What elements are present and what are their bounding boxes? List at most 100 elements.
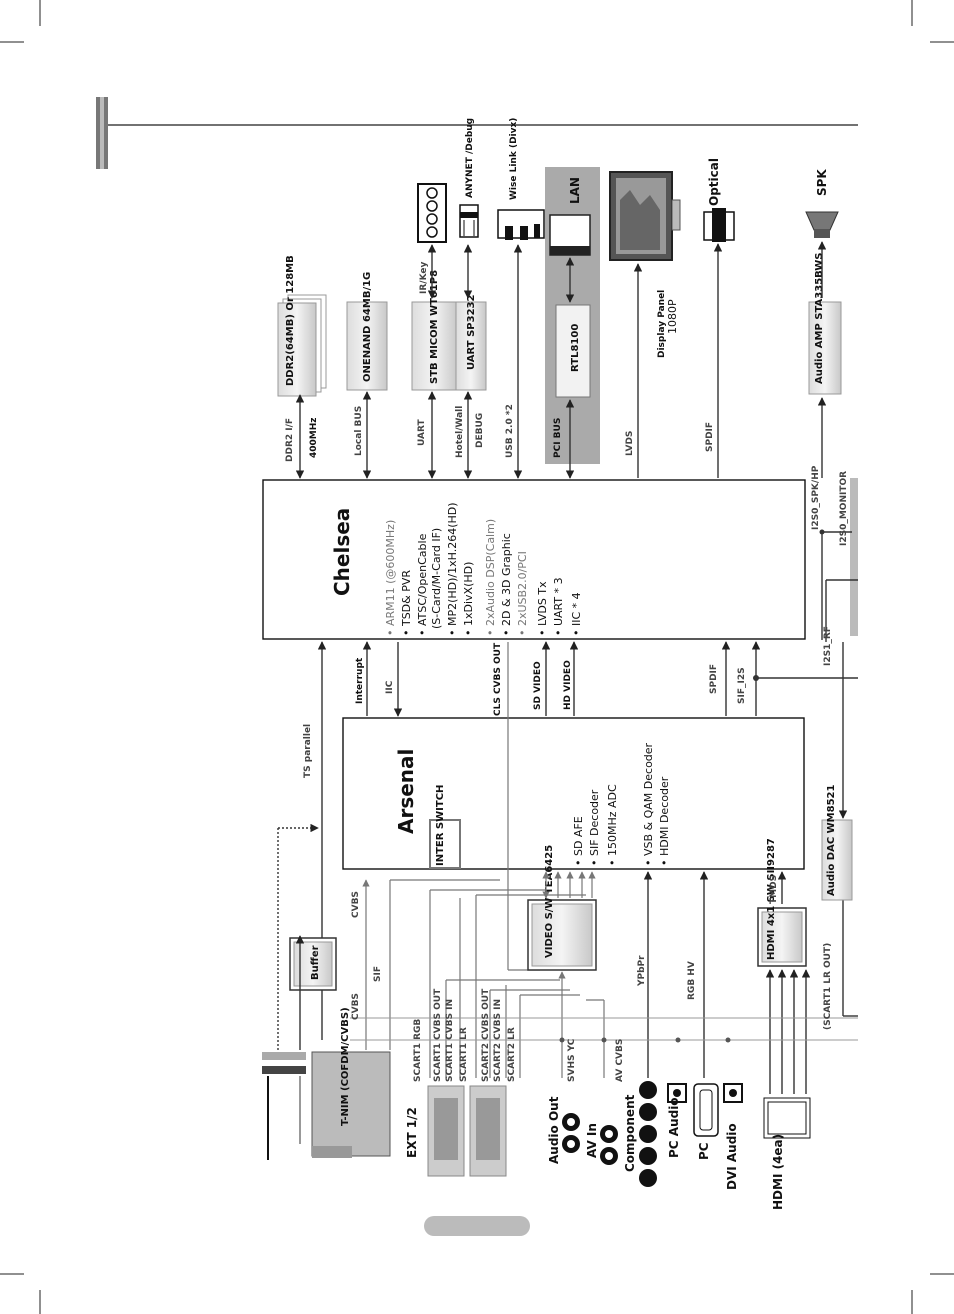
lan-label: LAN xyxy=(568,177,582,204)
onenand-block: ONENAND 64MB/1G xyxy=(346,272,388,391)
inter-switch-label: INTER SWITCH xyxy=(435,785,446,866)
scart1-lr-label: SCART1 LR xyxy=(459,1027,469,1082)
chelsea-features: • ARM11 (@600MHz)• TSD& PVR• ATSC/OpenCa… xyxy=(384,502,583,636)
chelsea-feature: (S-Card/M-Card IF) xyxy=(430,528,443,636)
scart2-cvbs-in-label: SCART2 CVBS IN xyxy=(493,999,503,1082)
local-bus-label: Local BUS xyxy=(354,406,364,456)
i2s1-rf-label: I2S1_RF xyxy=(823,626,833,666)
svhs-yc-label: SVHS YC xyxy=(567,1038,577,1082)
arsenal-feature: • SIF Decoder xyxy=(588,789,601,866)
arsenal-title: Arsenal xyxy=(394,749,418,834)
sif-label: SIF xyxy=(373,966,383,982)
anynet-label: ANYNET /Debug xyxy=(465,118,475,198)
usb-connector-icon xyxy=(497,209,545,240)
chelsea-feature: • 2xUSB2.0/PCI xyxy=(516,551,529,636)
chelsea-feature: • LVDS Tx xyxy=(536,581,549,636)
chelsea-feature: • ATSC/OpenCable xyxy=(416,533,429,636)
audio-dac-block: Audio DAC WM8521 xyxy=(821,784,853,901)
display-panel-icon xyxy=(609,171,681,261)
sd-video-label: SD VIDEO xyxy=(533,661,543,710)
audio-amp-block: Audio AMP STA335BWS xyxy=(808,253,842,395)
i2s0-spk-label: I2S0_SPK/HP xyxy=(811,465,821,530)
ypbpr-label: YPbPr xyxy=(637,955,647,987)
mhz-label: 400MHz xyxy=(309,417,319,458)
hd-video-label: HD VIDEO xyxy=(563,660,573,710)
scart2-lr-label: SCART2 LR xyxy=(507,1027,517,1082)
chelsea-feature: • 2D & 3D Graphic xyxy=(500,533,513,636)
pc-label: PC xyxy=(697,1142,711,1160)
iic-label: IIC xyxy=(385,680,395,694)
spdif-label: SPDIF xyxy=(709,664,719,694)
stb-micom-block: STB MICOM WT61P8 xyxy=(411,270,458,391)
pc-audio-label: PC Audio xyxy=(667,1097,681,1158)
uart-signal-label: UART xyxy=(417,418,427,446)
chelsea-feature: • TSD& PVR xyxy=(400,570,413,636)
scart1-cvbs-in-label: SCART1 CVBS IN xyxy=(445,999,455,1082)
lan-block: LAN xyxy=(549,177,591,256)
scart1-lr-out-label: (SCART1 LR OUT) xyxy=(823,943,833,1030)
av-cvbs-label: AV CVBS xyxy=(615,1039,625,1082)
i2s0-monitor-bar xyxy=(850,478,858,636)
video-sw-label: VIDEO S/W TEA6425 xyxy=(544,845,555,958)
chelsea-feature: • UART * 3 xyxy=(552,577,565,636)
ext-label: EXT 1/2 xyxy=(405,1107,419,1158)
arsenal-feature: • 150MHz ADC xyxy=(606,784,619,866)
chelsea-feature: • IIC * 4 xyxy=(570,592,583,636)
page-number-pill xyxy=(424,1216,530,1236)
arsenal-chip: Arsenal INTER SWITCH • SD AFE• SIF Decod… xyxy=(342,717,805,870)
ir-key-icon xyxy=(417,183,447,243)
arsenal-feature: • SD AFE xyxy=(572,816,585,866)
display-res-label: 1080P xyxy=(666,299,679,334)
chelsea-feature: • ARM11 (@600MHz) xyxy=(384,520,397,636)
cvbs2-label: CVBS xyxy=(351,993,361,1020)
scart1-cvbs-out-label: SCART1 CVBS OUT xyxy=(433,988,443,1082)
interrupt-label: Interrupt xyxy=(355,657,365,704)
ir-key-label: IR/Key xyxy=(419,262,429,294)
top-wires xyxy=(295,241,852,640)
rtl8100-block: RTL8100 xyxy=(555,304,591,398)
lower-wires xyxy=(277,823,858,1094)
i2s0-monitor-label: I2S0_MONITOR xyxy=(839,471,849,546)
rca-jacks-icon xyxy=(562,1081,811,1187)
scart-connectors-icon xyxy=(427,1085,507,1177)
hdmi-switch-block: HDMI 4x1 SW SII9287 xyxy=(757,838,807,967)
optical-connector-icon xyxy=(703,208,735,242)
chelsea-title: Chelsea xyxy=(330,508,354,596)
header-rule xyxy=(96,97,858,169)
debug-label: DEBUG xyxy=(475,413,485,448)
component-label: Component xyxy=(623,1094,637,1172)
uart-block: UART SP3232 xyxy=(455,294,487,391)
chelsea-chip: Chelsea • ARM11 (@600MHz)• TSD& PVR• ATS… xyxy=(262,479,806,640)
tnim-label: T-NIM (COFDM/CVBS) xyxy=(340,1007,351,1126)
hotel-wall-label: Hotel/Wall xyxy=(455,406,465,458)
rgb-hv-label: RGB HV xyxy=(687,961,697,1000)
buffer-label: Buffer xyxy=(310,945,321,980)
arsenal-feature: • HDMI Decoder xyxy=(658,776,671,866)
speaker-icon xyxy=(805,211,839,238)
scart2-cvbs-out-label: SCART2 CVBS OUT xyxy=(481,988,491,1082)
ddr2-label: DDR2(64MB) Or 128MB xyxy=(285,255,296,386)
buffer-block: Buffer xyxy=(289,937,337,991)
tmds-label: TMDS xyxy=(769,875,779,904)
ddr2-block: DDR2(64MB) Or 128MB xyxy=(277,255,327,397)
dvi-audio-label: DVI Audio xyxy=(725,1123,739,1190)
ts-parallel-label: TS parallel xyxy=(303,724,313,778)
stb-micom-label: STB MICOM WT61P8 xyxy=(429,270,440,384)
tuner-antenna-icon xyxy=(262,1052,306,1160)
chelsea-feature: • 1xDivX(HD) xyxy=(462,562,475,636)
sif-i2s-label: SIF_I2S xyxy=(737,667,747,704)
optical-label: Optical xyxy=(707,158,721,206)
hdmi-sw-label: HDMI 4x1 SW SII9287 xyxy=(766,838,777,960)
scart1-rgb-label: SCART1 RGB xyxy=(413,1019,423,1082)
cvbs1-label: CVBS xyxy=(351,891,361,918)
rtl8100-label: RTL8100 xyxy=(570,324,581,372)
anynet-connector-icon xyxy=(459,204,479,238)
audio-out-label: Audio Out xyxy=(547,1096,561,1164)
ddr2-if-label: DDR2 I/F xyxy=(285,418,295,462)
usb-label: USB 2.0 *2 xyxy=(505,404,515,458)
arsenal-features: • SD AFE• SIF Decoder• 150MHz ADC• VSB &… xyxy=(572,742,671,866)
av-in-label: AV In xyxy=(585,1123,599,1158)
wiselink-label: Wise Link (Divx) xyxy=(509,118,519,200)
